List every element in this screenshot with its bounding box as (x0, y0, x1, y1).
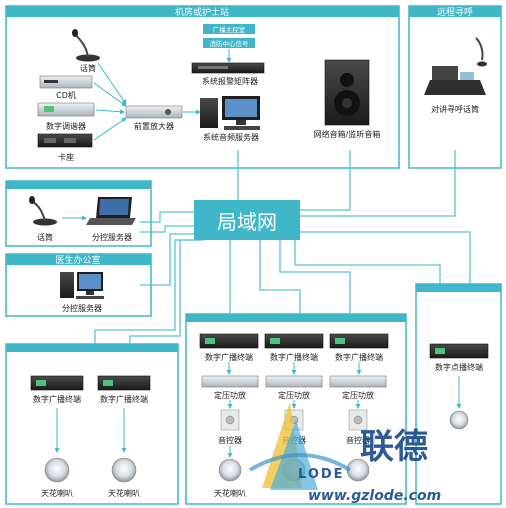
svg-text:广播主控室: 广播主控室 (213, 25, 246, 34)
rack-device-icon (264, 333, 324, 349)
ceiling-speaker-icon (218, 458, 242, 482)
tag-fire-signal: 消防中心信号 (203, 38, 255, 48)
rack-device-icon (329, 333, 389, 349)
rack-device-icon (30, 375, 84, 391)
svg-text:消防中心信号: 消防中心信号 (210, 39, 250, 48)
fax-phone-icon (424, 37, 487, 95)
label-ceiling-c1: 天花喇叭 (214, 488, 246, 498)
ceiling-speaker-icon (111, 457, 137, 483)
section-ward-right (415, 283, 502, 505)
section-title-doctor-office: 医生办公室 (55, 254, 100, 266)
rack-device-icon (125, 105, 183, 119)
label-mic-2: 话筒 (37, 232, 53, 242)
label-cassette: 卡座 (58, 152, 74, 162)
remote-paging-devices: 对讲寻呼话筒 (424, 37, 487, 114)
label-sub-server: 分控服务器 (92, 232, 132, 242)
section-title-remote-call: 远程寻呼 (437, 7, 473, 18)
rack-device-icon (201, 375, 259, 388)
label-cd-player: CD机 (56, 90, 76, 100)
volume-knob-icon (220, 409, 240, 431)
label-terminal-l1: 数字广播终端 (33, 394, 81, 404)
label-volume-3: 音控器 (346, 435, 370, 445)
rack-device-icon (191, 62, 265, 74)
label-network-speaker: 网络音箱/监听音箱 (314, 129, 381, 139)
section-ward-center (185, 313, 407, 505)
laptop-icon (86, 197, 136, 225)
left-ward-devices: 数字广播终端 数字广播终端 天花喇叭 天花喇叭 (30, 375, 151, 498)
rack-device-icon (265, 375, 323, 388)
lan-hub: 局域网 (194, 200, 300, 240)
label-audio-server: 系统音频服务器 (203, 132, 259, 142)
label-sub-server-2: 分控服务器 (62, 303, 102, 313)
label-point-terminal: 数字点播终端 (435, 362, 483, 372)
microphone-icon (72, 29, 100, 62)
lan-hub-label: 局域网 (217, 210, 277, 234)
section-control-room: 机房或护士站 (5, 5, 400, 169)
rack-device-icon (329, 375, 387, 388)
rack-device-icon (37, 133, 93, 148)
rack-device-icon (39, 75, 93, 89)
label-paging-mic: 话筒 (80, 63, 96, 73)
ceiling-speaker-icon (44, 457, 70, 483)
watermark-brand: 联德 (360, 427, 428, 467)
label-amp-1: 定压功放 (214, 390, 246, 400)
label-terminal-l2: 数字广播终端 (100, 394, 148, 404)
computer-icon (200, 96, 260, 130)
label-terminal-c1: 数字广播终端 (205, 352, 253, 362)
label-terminal-c2: 数字广播终端 (270, 352, 318, 362)
tag-broadcast-control: 广播主控室 (203, 24, 255, 34)
label-talk-paging-mic: 对讲寻呼话筒 (431, 104, 479, 114)
label-amp-2: 定压功放 (278, 390, 310, 400)
ceiling-speaker-icon (449, 410, 469, 430)
watermark-letters: LODE (298, 467, 345, 482)
computer-icon (60, 272, 104, 299)
section-ward-left (5, 343, 179, 505)
rack-device-icon (429, 343, 489, 359)
label-alarm-matrix: 系统报警矩阵器 (202, 76, 258, 86)
mic-area-devices: 话筒 分控服务器 (29, 196, 136, 242)
label-preamp: 前置放大器 (134, 121, 174, 131)
label-ceiling-l1: 天花喇叭 (41, 488, 73, 498)
doctor-office-devices: 分控服务器 (60, 272, 104, 313)
label-ceiling-l2: 天花喇叭 (108, 488, 140, 498)
label-volume-1: 音控器 (218, 435, 242, 445)
label-terminal-c3: 数字广播终端 (335, 352, 383, 362)
watermark-url: www.gzlode.com (308, 488, 441, 504)
connector-arrows (93, 62, 201, 141)
network-lines (94, 150, 471, 344)
right-ward-devices: 数字点播终端 (429, 343, 489, 430)
rack-device-icon (97, 375, 151, 391)
section-doctor-office: 医生办公室 (5, 253, 152, 317)
control-room-devices: 话筒 CD机 数字调谐器 卡座 前置放大器 (37, 24, 381, 162)
section-title-control-room: 机房或护士站 (175, 6, 229, 18)
rack-device-icon (199, 333, 259, 349)
rack-device-icon (37, 102, 95, 117)
microphone-icon (29, 196, 57, 226)
label-amp-3: 定压功放 (342, 390, 374, 400)
speaker-cabinet-icon (324, 59, 370, 126)
volume-knob-icon (348, 409, 368, 431)
section-mic-area (5, 180, 152, 247)
watermark-logo: 联德 LODE www.gzlode.com (248, 402, 441, 504)
label-digital-tuner: 数字调谐器 (46, 121, 86, 131)
